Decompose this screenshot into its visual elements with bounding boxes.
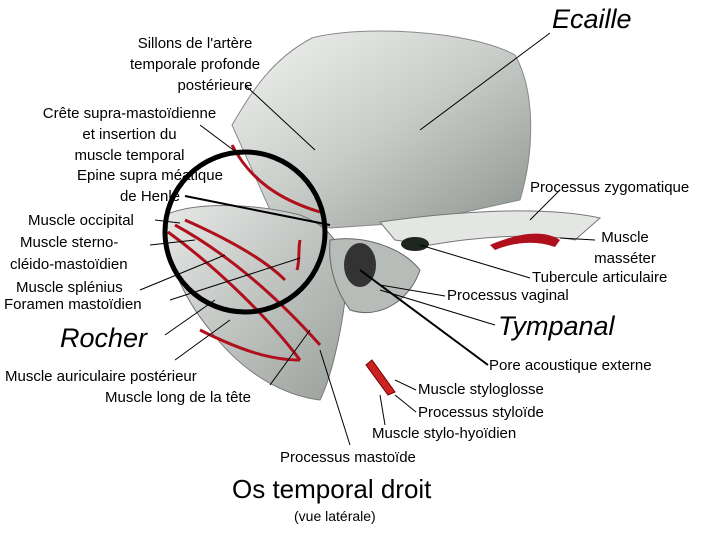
label-line: Sillons de l'artère	[137, 35, 253, 52]
label-line: Epine supra méatique	[77, 167, 223, 184]
diagram-title: Os temporal droit	[232, 474, 432, 504]
magnifier-circle	[162, 149, 328, 315]
label-sterno-1: Muscle sterno-	[20, 234, 119, 251]
label-line: temporale profonde	[129, 56, 261, 73]
label-masseter: Muscle masséter	[590, 227, 660, 269]
label-tubercule: Tubercule articulaire	[532, 269, 668, 286]
ear-canal-shape	[344, 243, 376, 287]
label-mastoide: Processus mastoïde	[280, 449, 416, 466]
mastoid-shape	[164, 205, 347, 401]
label-crete: Crête supra-mastoïdienne et insertion du…	[22, 103, 237, 166]
label-stylohyoidien: Muscle stylo-hyoïdien	[372, 425, 517, 442]
label-styloide: Processus styloïde	[418, 404, 544, 421]
region-label-rocher: Rocher	[60, 323, 148, 353]
label-sterno-2: cléido-mastoïdien	[10, 256, 128, 273]
label-line: Muscle	[601, 229, 649, 246]
region-label-tympanal: Tympanal	[498, 311, 615, 341]
region-label-ecaille: Ecaille	[552, 4, 632, 34]
label-zygomatique: Processus zygomatique	[530, 179, 690, 196]
label-long-tete: Muscle long de la tête	[105, 389, 251, 406]
label-styloglosse: Muscle styloglosse	[418, 381, 544, 398]
label-line: de Henle	[119, 188, 181, 205]
label-epine: Epine supra méatique de Henle	[50, 165, 250, 207]
label-occipital: Muscle occipital	[28, 212, 134, 229]
label-foramen: Foramen mastoïdien	[4, 296, 142, 313]
label-line: et insertion du	[82, 126, 177, 143]
label-line: masséter	[594, 250, 656, 267]
muscle-insertion-lines	[167, 144, 322, 362]
label-vaginal: Processus vaginal	[447, 287, 569, 304]
label-line: postérieure	[177, 77, 253, 94]
label-line: Crête supra-mastoïdienne	[42, 105, 217, 122]
label-auriculaire: Muscle auriculaire postérieur	[5, 368, 197, 385]
diagram-subtitle: (vue latérale)	[294, 508, 376, 524]
leader-lines	[139, 32, 596, 446]
label-pore: Pore acoustique externe	[489, 357, 652, 374]
label-line: muscle temporal	[74, 147, 185, 164]
label-splenius: Muscle splénius	[16, 279, 123, 296]
label-sillons: Sillons de l'artère temporale profonde p…	[110, 33, 280, 96]
